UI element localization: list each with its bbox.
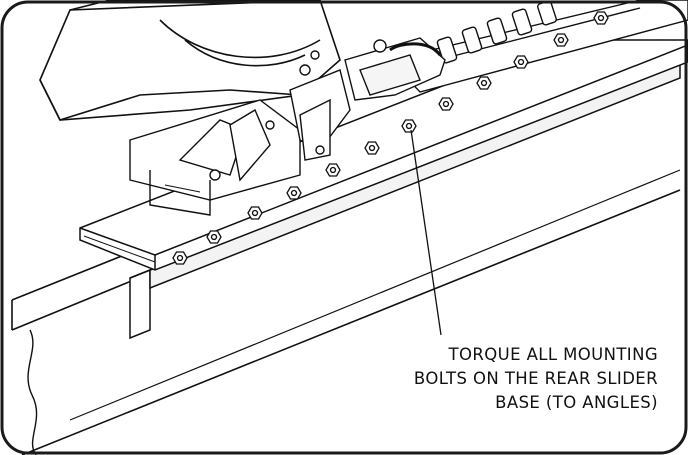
callout-line-3: BASE (TO ANGLES) [495, 393, 658, 412]
mounting-bolts [172, 11, 609, 265]
callout-line-1: TORQUE ALL MOUNTING [448, 345, 658, 364]
bolt [206, 230, 222, 244]
callout-leader-line [410, 129, 442, 336]
bolt [401, 119, 417, 133]
bolt [325, 163, 341, 177]
bolt [476, 76, 492, 90]
bolt [364, 141, 380, 155]
bolt [553, 33, 569, 47]
locking-mechanism [299, 37, 446, 101]
bolt [247, 206, 263, 220]
bolt [286, 186, 302, 200]
pivot-bracket-assembly [129, 69, 351, 216]
bolt [513, 55, 529, 69]
callout-line-2: BOLTS ON THE REAR SLIDER [413, 369, 658, 388]
bolt [593, 11, 609, 25]
bolt [172, 251, 188, 265]
slider-rail [388, 0, 688, 93]
torque-callout: TORQUE ALL MOUNTING BOLTS ON THE REAR SL… [358, 343, 658, 415]
bolt [438, 97, 454, 111]
